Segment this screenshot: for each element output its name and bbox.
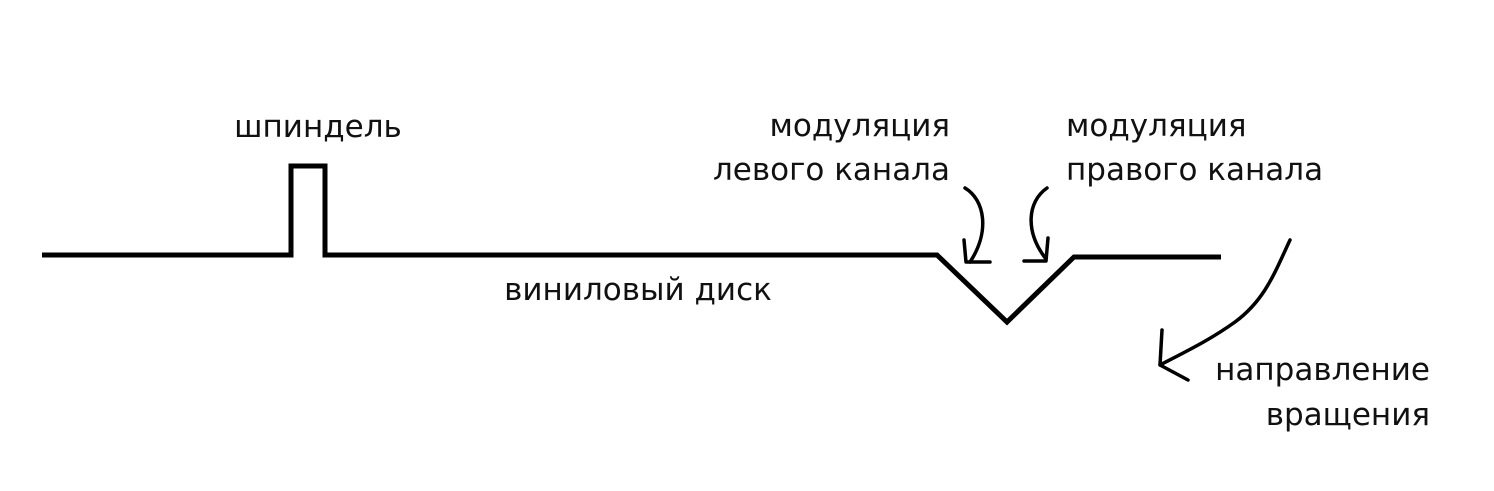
right-channel-arrow-icon [1022,186,1050,263]
rotation-label-line1: направление [1215,352,1430,388]
disc-label: виниловый диск [504,272,772,308]
right-modulation-label-line1: модуляция [1066,108,1247,144]
rotation-label-line2: вращения [1266,397,1430,433]
rotation-direction-arrow-icon [1158,238,1292,382]
spindle-label: шпиндель [234,109,402,145]
left-modulation-label-line1: модуляция [770,108,951,144]
disc-profile-line [42,163,1221,326]
left-modulation-label-line2: левого канала [713,152,950,188]
left-channel-arrow-icon [962,186,992,264]
right-modulation-label-line2: правого канала [1066,152,1323,188]
